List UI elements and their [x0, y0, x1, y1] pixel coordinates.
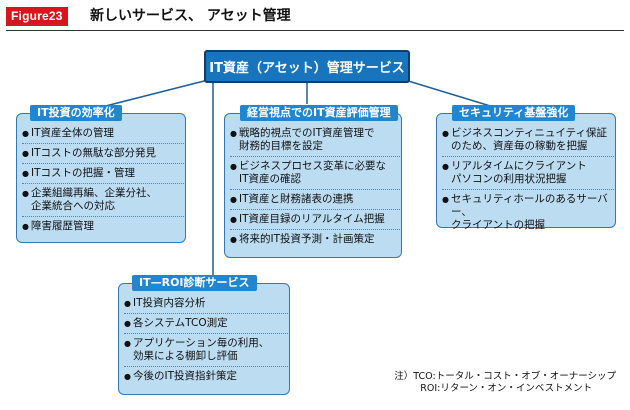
central-service-box: IT資産（アセット）管理サービス	[204, 50, 410, 83]
list-item: 企業組織再編、企業分社、 企業統合への対応	[22, 187, 184, 217]
list-item: ビジネスコンティニュイティ保証 のため、資産毎の稼動を把握	[442, 127, 614, 157]
list-item: ITコストの把握・管理	[22, 167, 184, 184]
panel-header-it-roi: IT—ROI診断サービス	[132, 275, 257, 291]
footnotes: 注）TCO:トータル・コスト・オブ・オーナーシップ ROI:リターン・オン・イン…	[394, 371, 616, 395]
list-item: ビジネスプロセス変革に必要な IT資産の確認	[230, 160, 400, 190]
list-item: 将来的IT投資予測・計画策定	[230, 233, 400, 249]
list-item: アプリケーション毎の利用、 効果による棚卸し評価	[124, 337, 288, 367]
panel-header-it-investment: IT投資の効率化	[30, 105, 122, 121]
panel-items-management-perspective: 戦略的視点でのIT資産管理で 財務的目標を設定 ビジネスプロセス変革に必要な I…	[230, 127, 400, 252]
list-item: IT資産目録のリアルタイム把握	[230, 213, 400, 230]
list-item: 戦略的視点でのIT資産管理で 財務的目標を設定	[230, 127, 400, 157]
list-item: 障害履歴管理	[22, 220, 184, 236]
panel-items-it-roi: IT投資内容分析 各システムTCO測定 アプリケーション毎の利用、 効果による棚…	[124, 297, 288, 389]
list-item: リアルタイムにクライアント パソコンの利用状況把握	[442, 160, 614, 190]
figure-number-badge: Figure23	[6, 7, 68, 26]
list-item: IT資産と財務諸表の連携	[230, 193, 400, 210]
panel-items-security: ビジネスコンティニュイティ保証 のため、資産毎の稼動を把握 リアルタイムにクライ…	[442, 127, 614, 238]
footnote-roi: ROI:リターン・オン・インベストメント	[420, 383, 593, 394]
panel-header-security: セキュリティ基盤強化	[452, 105, 576, 121]
list-item: ITコストの無駄な部分発見	[22, 147, 184, 164]
list-item: 各システムTCO測定	[124, 317, 288, 334]
footnote-tco: 注）TCO:トータル・コスト・オブ・オーナーシップ	[394, 371, 616, 382]
panel-items-it-investment: IT資産全体の管理 ITコストの無駄な部分発見 ITコストの把握・管理 企業組織…	[22, 127, 184, 239]
figure-title: 新しいサービス、 アセット管理	[90, 8, 291, 24]
list-item: セキュリティホールのあるサーバー、 クライアントの把握	[442, 193, 614, 235]
list-item: 今後のIT投資指針策定	[124, 370, 288, 386]
list-item: IT投資内容分析	[124, 297, 288, 314]
list-item: IT資産全体の管理	[22, 127, 184, 144]
panel-header-management-perspective: 経営視点でのIT資産評価管理	[240, 105, 398, 121]
title-divider	[6, 30, 624, 31]
